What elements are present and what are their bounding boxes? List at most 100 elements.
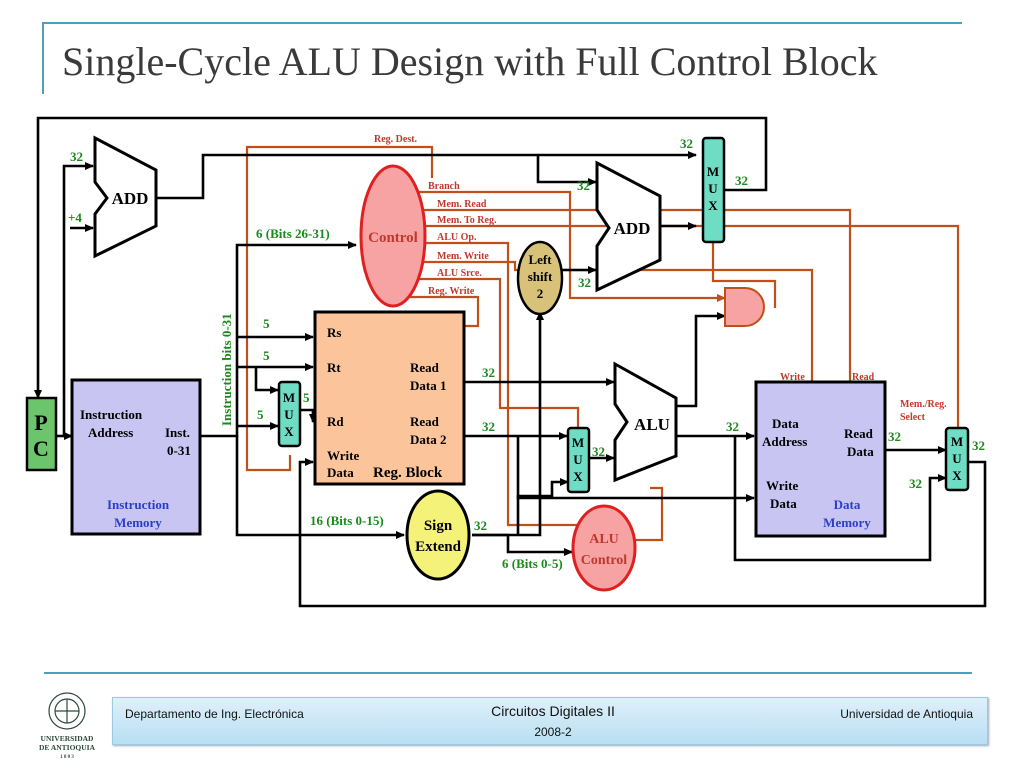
alu-control-unit: ALU Control	[571, 504, 637, 592]
branch-mux-select-wire	[711, 243, 777, 308]
mux-alu-x: X	[573, 469, 583, 484]
mem-write-wire	[420, 260, 814, 382]
add-top-label: ADD	[112, 189, 149, 208]
register-block: Rs Rt Rd Write Data Read Data 1 Read Dat…	[313, 310, 466, 486]
pc-label-1: P	[34, 410, 47, 435]
reg-write-1: Write	[327, 448, 359, 463]
footer-department: Departamento de Ing. Electrónica	[125, 707, 304, 721]
add-top-out-wire	[156, 151, 697, 200]
alu-unit: ALU	[613, 361, 678, 483]
dmem-addr-1: Data	[772, 416, 799, 431]
reg-read1-a: Read	[410, 360, 440, 375]
bus-32-add-top: 32	[680, 136, 693, 151]
bus-bits-0-15: 16 (Bits 0-15)	[310, 513, 384, 528]
dmem-read-1: Read	[844, 426, 874, 441]
label-reg-write: Reg. Write	[428, 286, 475, 297]
datapath-diagram: P C ADD ADD Control Left shift 2 M U X I…	[25, 116, 987, 608]
bus-32-alu-mux: 32	[592, 444, 605, 459]
mux-alu-u: U	[573, 452, 583, 467]
reg-read2-b: Data 2	[410, 432, 446, 447]
label-branch: Branch	[428, 181, 460, 192]
bus-5-rs: 5	[263, 316, 270, 331]
add-top: ADD	[93, 135, 158, 259]
reg-write-2: Data	[327, 465, 354, 480]
left-shift-unit: Left shift 2	[516, 240, 564, 316]
dmem-read-2: Data	[847, 444, 874, 459]
branch-wire	[418, 190, 726, 302]
pc-register: P C	[25, 396, 58, 472]
sign-extend-label-1: Sign	[424, 518, 453, 534]
mux-reg-x: X	[284, 424, 294, 439]
footer-university: Universidad de Antioquia	[840, 707, 973, 721]
left-shift-label-2: shift	[528, 269, 553, 284]
dmem-write-1: Write	[766, 478, 798, 493]
bus-5-rd: 5	[257, 407, 264, 422]
bus-32-bypass: 32	[909, 476, 922, 491]
logo-text-2: DE ANTIOQUIA	[39, 743, 96, 752]
pc-label-2: C	[33, 436, 49, 461]
mux-branch-u: U	[708, 181, 718, 196]
instruction-memory: Instruction Address Inst. 0-31 Instructi…	[70, 378, 202, 536]
add-right-label: ADD	[614, 219, 651, 238]
logo-text-1: UNIVERSIDAD	[41, 734, 95, 743]
bus-bits-26-31: 6 (Bits 26-31)	[256, 226, 330, 241]
rt-mux-wire	[254, 367, 279, 394]
imm-wire	[235, 436, 405, 539]
writeback-wire	[298, 458, 987, 608]
bus-bits-0-5: 6 (Bits 0-5)	[502, 556, 563, 571]
alu-op-wire	[422, 241, 608, 527]
dmem-name-1: Data	[834, 497, 861, 512]
alu-control-label-2: Control	[581, 553, 628, 568]
left-shift-label-3: 2	[537, 286, 544, 301]
reg-read1-b: Data 1	[410, 378, 446, 393]
footer-divider	[44, 672, 972, 674]
slide-title: Single-Cycle ALU Design with Full Contro…	[62, 39, 878, 84]
mux-alu-m: M	[572, 435, 584, 450]
label-alu-op: ALU Op.	[437, 232, 477, 243]
bus-32-sign: 32	[474, 518, 487, 533]
label-mem-read: Mem. Read	[437, 199, 487, 210]
mux-mem-m: M	[951, 434, 963, 449]
mem-to-reg-wire	[422, 224, 960, 428]
mux-reg-dest: M U X	[277, 380, 302, 448]
bus-instruction-bits: Instruction bits 0-31	[219, 313, 234, 426]
funct-wire	[472, 533, 573, 556]
control-wires	[245, 145, 960, 542]
data-memory: Data Address Read Data Write Data Data M…	[754, 380, 887, 538]
imem-inst-1: Inst.	[165, 425, 190, 440]
reg-block-name: Reg. Block	[373, 465, 443, 481]
mux-mem-reg: M U X	[944, 426, 970, 492]
control-label: Control	[368, 230, 418, 246]
add-right: ADD	[595, 160, 662, 293]
mux-rd-wire	[300, 408, 317, 423]
bus-32-mux-out: 32	[735, 173, 748, 188]
control-unit: Control	[359, 164, 427, 308]
mux-branch-m: M	[707, 164, 719, 179]
mux-reg-u: U	[284, 407, 294, 422]
imem-name-1: Instruction	[107, 497, 170, 512]
label-reg-dest: Reg. Dest.	[374, 134, 418, 145]
label-mem-reg-select-1: Mem./Reg.	[900, 399, 947, 410]
label-write: Write	[780, 372, 805, 383]
inst-bus-wire	[200, 241, 357, 438]
reg-rd: Rd	[327, 414, 344, 429]
pc-to-add-wire	[62, 162, 94, 436]
footer-course: Circuitos Digitales II	[491, 703, 615, 719]
title-accent-line	[42, 22, 44, 94]
pc-loop-wire	[34, 116, 768, 399]
add-to-add-wire	[536, 155, 597, 186]
bus-32-read2: 32	[482, 419, 495, 434]
data-wires	[34, 116, 987, 608]
alu-bypass-wire	[733, 436, 947, 562]
alu-src-wire	[415, 277, 580, 428]
reg-dest-wire	[245, 145, 434, 472]
dmem-write-2: Data	[770, 496, 797, 511]
mux-mem-x: X	[952, 468, 962, 483]
alu-control-out-wire	[632, 486, 664, 542]
imem-addr-2: Address	[88, 425, 133, 440]
alu-zero-wire	[676, 312, 726, 408]
alu-label: ALU	[634, 415, 670, 434]
bus-32-read1: 32	[482, 365, 495, 380]
bus-32-dm-read: 32	[888, 429, 901, 444]
bus-32-shift: 32	[578, 275, 591, 290]
